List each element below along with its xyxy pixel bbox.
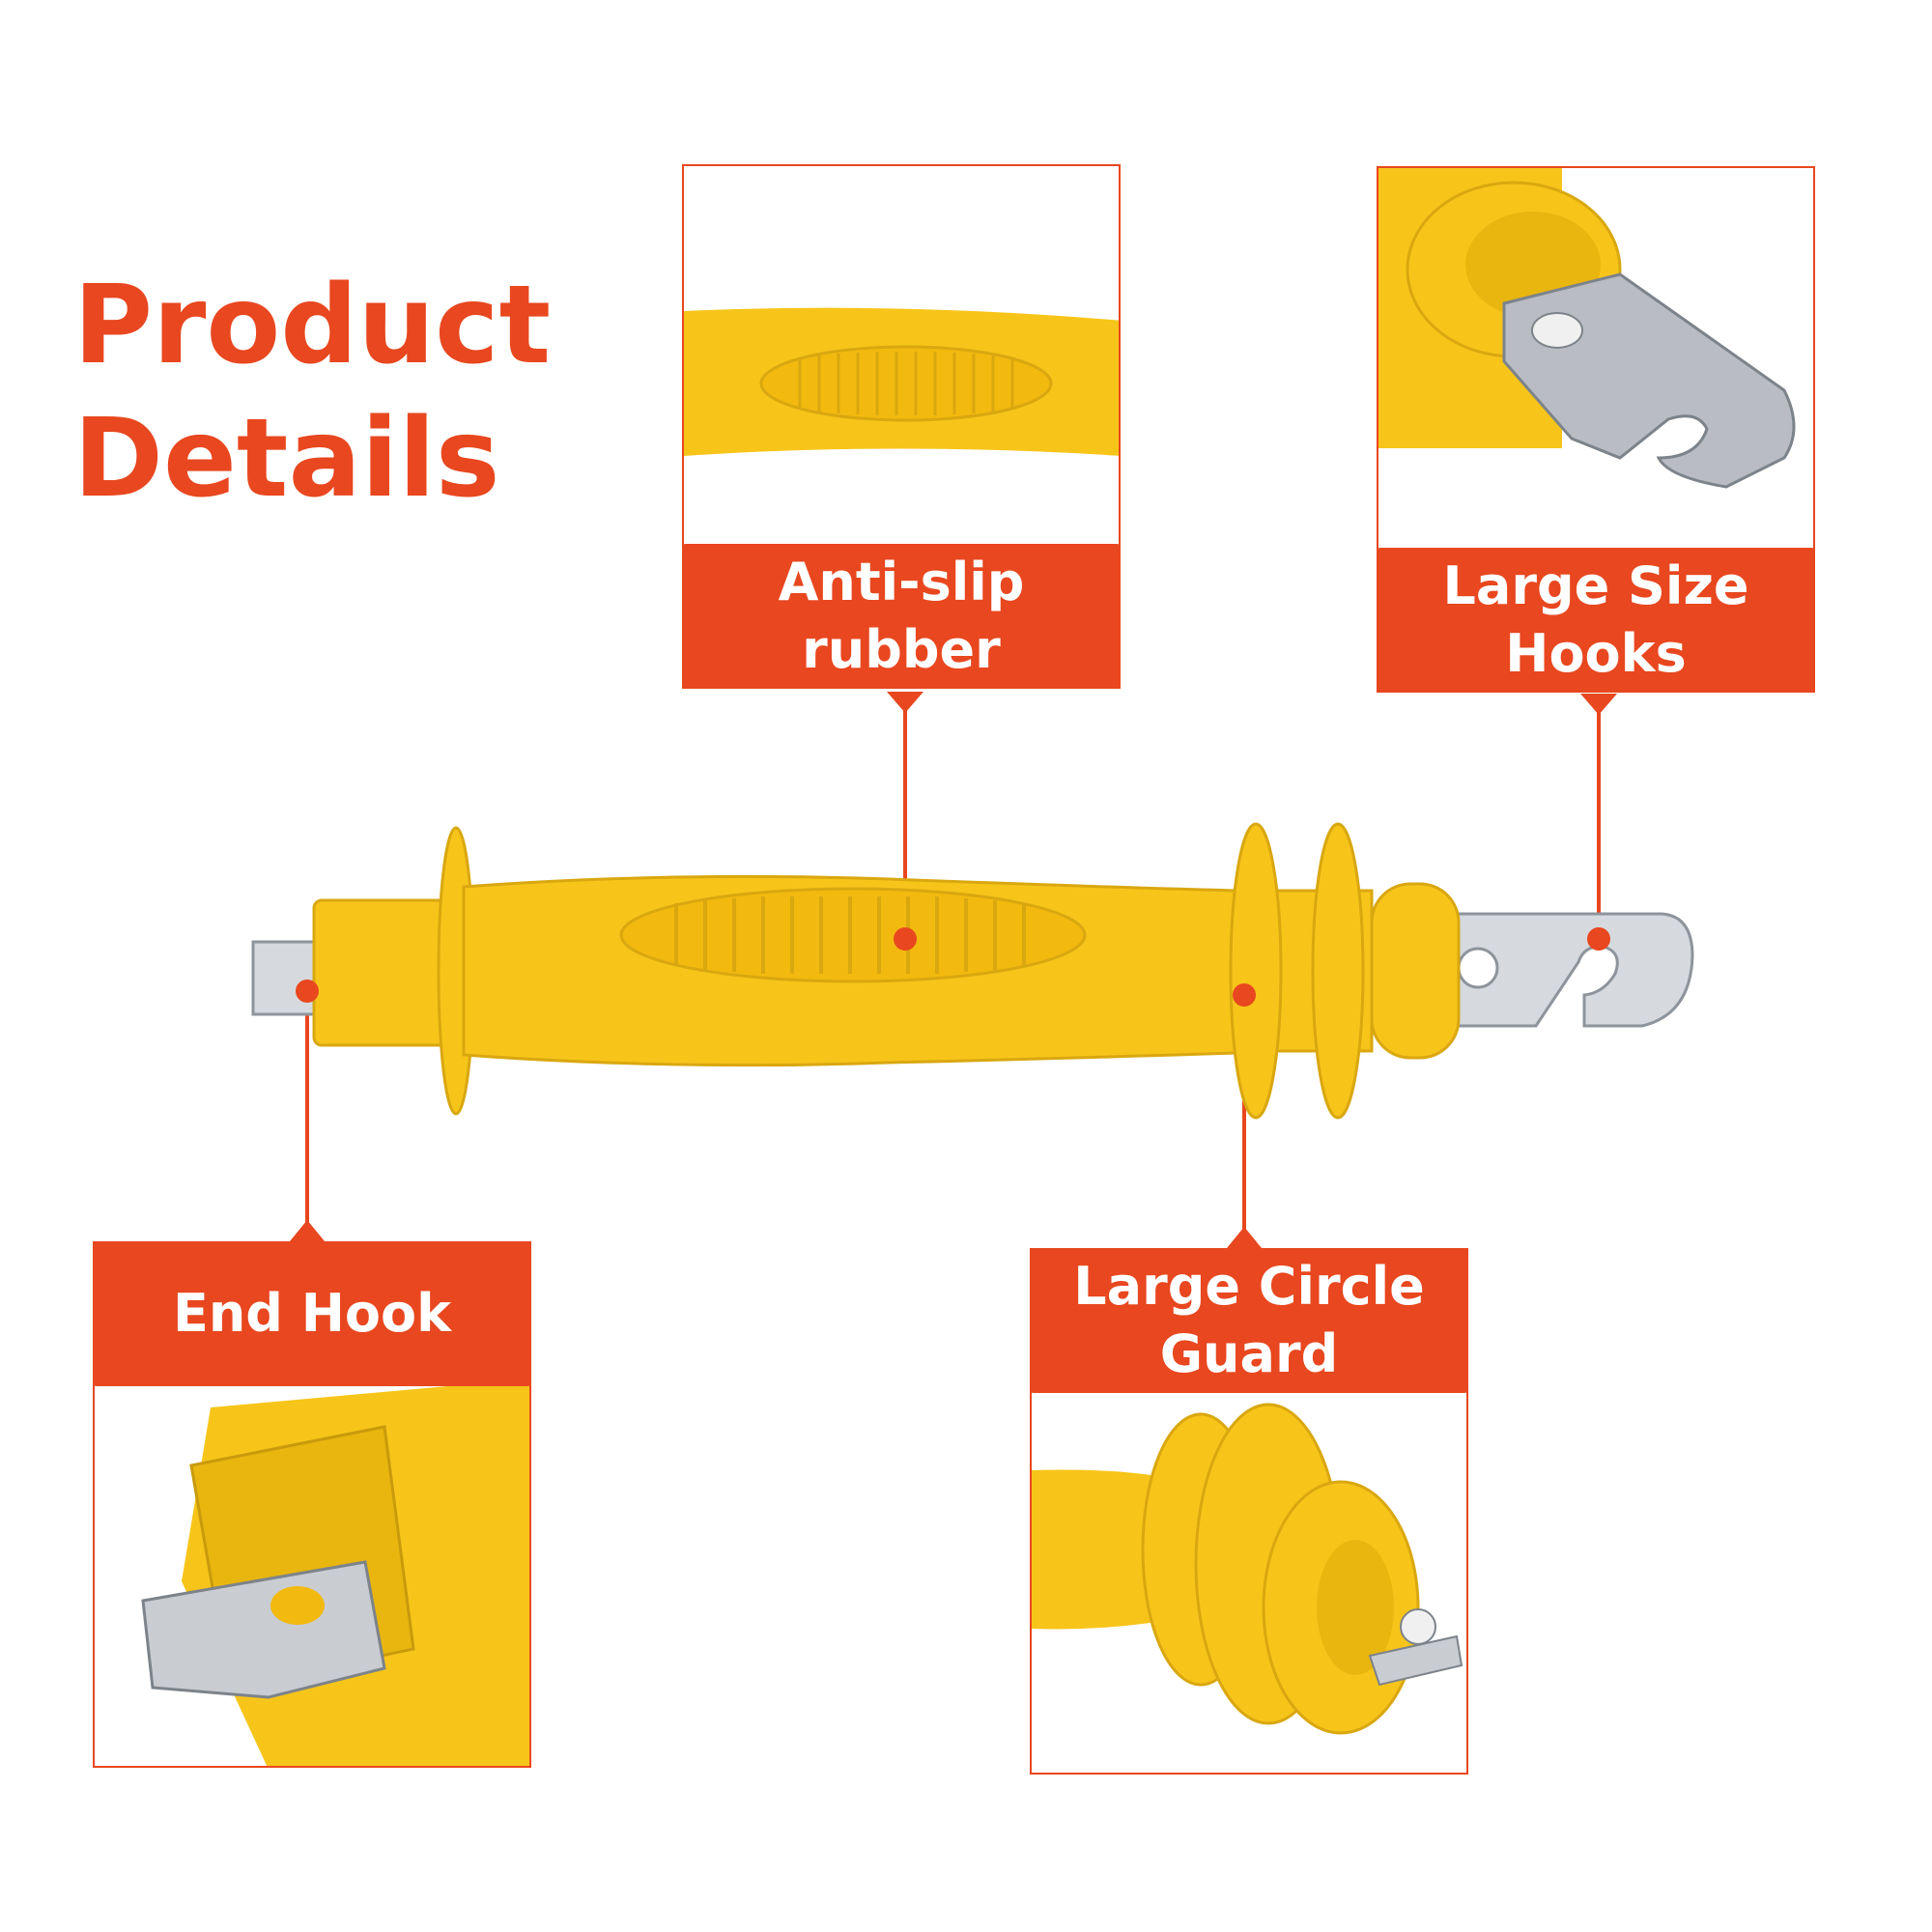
label-circle-guard: Large Circle Guard [1030, 1248, 1468, 1393]
anti-slip-closeup [684, 307, 1119, 456]
end-hook-closeup [141, 1378, 529, 1766]
label-large-hooks: Large Size Hooks [1377, 548, 1815, 693]
hook-closeup [1378, 168, 1796, 489]
title-line-1: Product [73, 263, 552, 388]
page-title: Product Details [73, 259, 551, 526]
label-end-hook: End Hook [93, 1241, 531, 1386]
grip-texture [619, 887, 1087, 983]
circle-guard-closeup [1032, 1403, 1463, 1735]
title-line-2: Details [73, 396, 500, 522]
label-anti-slip: Anti-slip rubber [682, 544, 1121, 689]
callout-dots [296, 927, 1610, 1007]
